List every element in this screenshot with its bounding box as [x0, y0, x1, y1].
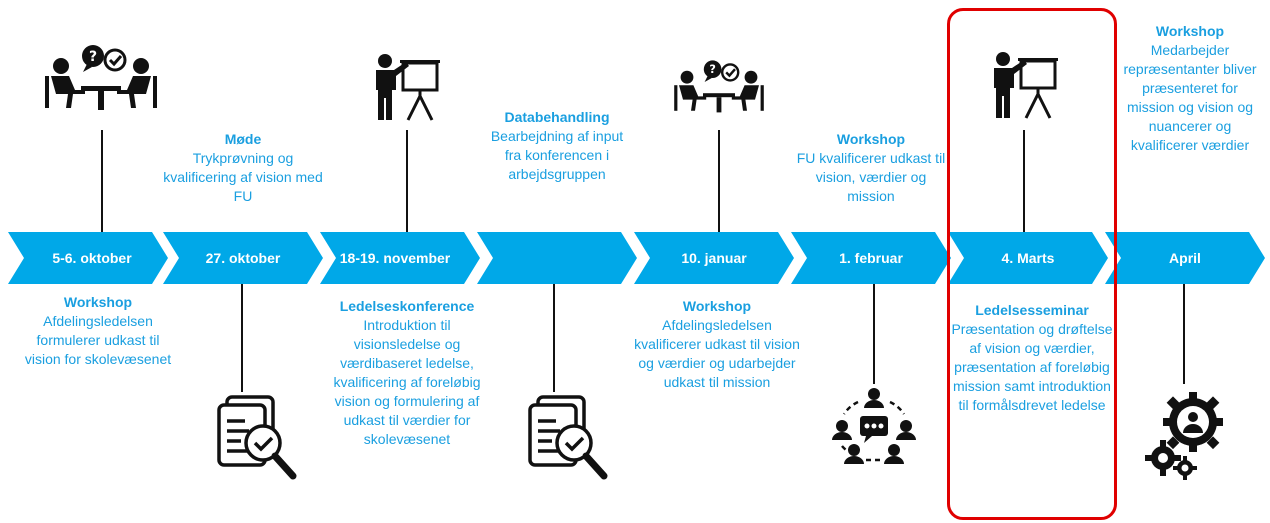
- event-2-text: Møde Trykprøvning og kvalificering af vi…: [163, 130, 323, 206]
- event-title: Ledelsesseminar: [975, 302, 1089, 318]
- meeting-icon: ?: [45, 45, 157, 110]
- presenter-icon: [376, 54, 440, 121]
- event-6-text: Workshop FU kvalificerer udkast til visi…: [796, 130, 946, 206]
- connector-line: [406, 130, 408, 232]
- step-date-4: [477, 232, 637, 284]
- timeline-step-5: [634, 232, 794, 284]
- step-date-3: 18-19. november: [339, 249, 451, 266]
- connector-line: [101, 130, 103, 232]
- document-search-icon: [528, 395, 608, 480]
- step-date-6: 1. februar: [839, 249, 903, 266]
- connector-line: [241, 284, 243, 392]
- document-search-icon: [217, 395, 297, 480]
- connector-line: [1183, 284, 1185, 384]
- event-3-text: Ledelseskonference Introduktion til visi…: [322, 297, 492, 449]
- event-7-text: Ledelsesseminar Præsentation og drøftels…: [950, 301, 1114, 415]
- event-body: Afdelingsledelsen formulerer udkast til …: [24, 313, 172, 367]
- step-date-7: 4. Marts: [1001, 249, 1055, 266]
- meeting-icon: ?: [674, 60, 764, 113]
- step-date-5: 10. januar: [681, 249, 747, 266]
- event-body: FU kvalificerer udkast til vision, værdi…: [796, 150, 946, 204]
- step-date-2: 27. oktober: [205, 249, 281, 266]
- connector-line: [718, 130, 720, 232]
- event-body: Bearbejdning af input fra konferencen i …: [490, 128, 624, 182]
- timeline-step-4: [477, 232, 637, 284]
- event-body: Afdelingsledelsen kvalificerer udkast ti…: [634, 317, 800, 390]
- event-4-text: Databehandling Bearbejdning af input fra…: [482, 108, 632, 184]
- connector-line: [1023, 130, 1025, 232]
- event-body: Præsentation og drøftelse af vision og v…: [951, 321, 1113, 413]
- network-people-icon: [832, 388, 916, 464]
- presenter-icon: [994, 52, 1058, 119]
- event-title: Databehandling: [504, 109, 610, 125]
- connector-line: [873, 284, 875, 384]
- event-1-text: Workshop Afdelingsledelsen formulerer ud…: [18, 293, 178, 369]
- event-5-text: Workshop Afdelingsledelsen kvalificerer …: [632, 297, 802, 392]
- event-title: Ledelseskonference: [339, 298, 475, 314]
- timeline-step-6: [791, 232, 951, 284]
- event-title: Workshop: [1155, 23, 1225, 39]
- timeline-step-3: [320, 232, 480, 284]
- timeline-step-2: [163, 232, 323, 284]
- timeline-step-7: [948, 232, 1108, 284]
- timeline-step-8: [1105, 232, 1265, 284]
- event-title: Workshop: [63, 294, 133, 310]
- gear-person-icon: [1145, 392, 1223, 480]
- connector-line: [553, 284, 555, 392]
- timeline-step-1: [8, 232, 168, 284]
- step-date-8: April: [1169, 249, 1201, 266]
- event-8-text: Workshop Medarbejder repræsentanter bliv…: [1120, 22, 1260, 155]
- event-title: Workshop: [682, 298, 752, 314]
- event-body: Medarbejder repræsentanter bliver præsen…: [1123, 42, 1257, 153]
- step-date-1: 5-6. oktober: [52, 249, 132, 266]
- event-title: Workshop: [836, 131, 906, 147]
- event-title: Møde: [224, 131, 262, 147]
- svg-text:?: ?: [89, 49, 97, 65]
- svg-text:?: ?: [709, 63, 716, 76]
- highlight-frame: [947, 8, 1117, 520]
- event-body: Trykprøvning og kvalificering af vision …: [163, 150, 323, 204]
- event-body: Introduktion til visionsledelse og værdi…: [333, 317, 481, 447]
